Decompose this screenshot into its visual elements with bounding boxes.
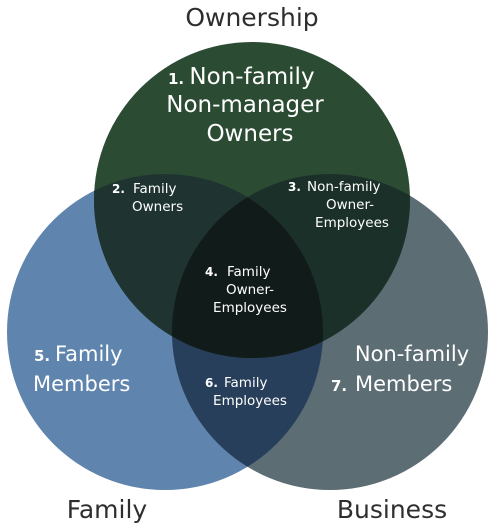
- region-number: 7.: [331, 377, 347, 395]
- region-5-text: 5. Family Members: [33, 342, 130, 396]
- region-line: Owners: [206, 121, 293, 147]
- region-number: 2.: [112, 182, 125, 196]
- region-line: Employees: [213, 300, 287, 316]
- region-line: Owners: [132, 199, 183, 215]
- region-3-text: 3. Non-family Owner- Employees: [288, 179, 389, 231]
- region-number: 5.: [34, 347, 50, 365]
- region-1-text: 1. Non-family Non-manager Owners: [166, 64, 324, 147]
- region-line: Non-manager: [166, 92, 324, 118]
- region-line: Non-family: [355, 342, 469, 366]
- region-line: Non-family: [189, 64, 314, 90]
- overlap-all-three: [172, 174, 323, 358]
- region-6-text: 6. Family Employees: [205, 375, 287, 409]
- region-7-text: Non-family 7. Members: [331, 342, 469, 396]
- svg-text:1.: 1.: [168, 70, 184, 88]
- region-line: Family: [224, 375, 267, 391]
- region-line: Owner-: [326, 197, 374, 213]
- region-4-text: 4. Family Owner- Employees: [205, 264, 287, 316]
- region-number: 1.: [168, 70, 184, 88]
- region-number: 3.: [288, 180, 301, 194]
- region-line: Non-family: [307, 179, 380, 195]
- region-line: Owner-: [226, 282, 274, 298]
- region-line: Employees: [213, 393, 287, 409]
- region-number: 4.: [205, 265, 218, 279]
- region-number: 6.: [205, 376, 218, 390]
- ownership-label: Ownership: [185, 3, 318, 32]
- region-line: Employees: [315, 215, 389, 231]
- region-2-text: 2. Family Owners: [112, 181, 183, 215]
- region-line: Family: [55, 342, 123, 366]
- business-label: Business: [337, 495, 447, 524]
- family-label: Family: [67, 495, 148, 524]
- region-line: Family: [227, 264, 270, 280]
- region-line: Members: [355, 372, 452, 396]
- region-line: Members: [33, 372, 130, 396]
- region-line: Family: [133, 181, 176, 197]
